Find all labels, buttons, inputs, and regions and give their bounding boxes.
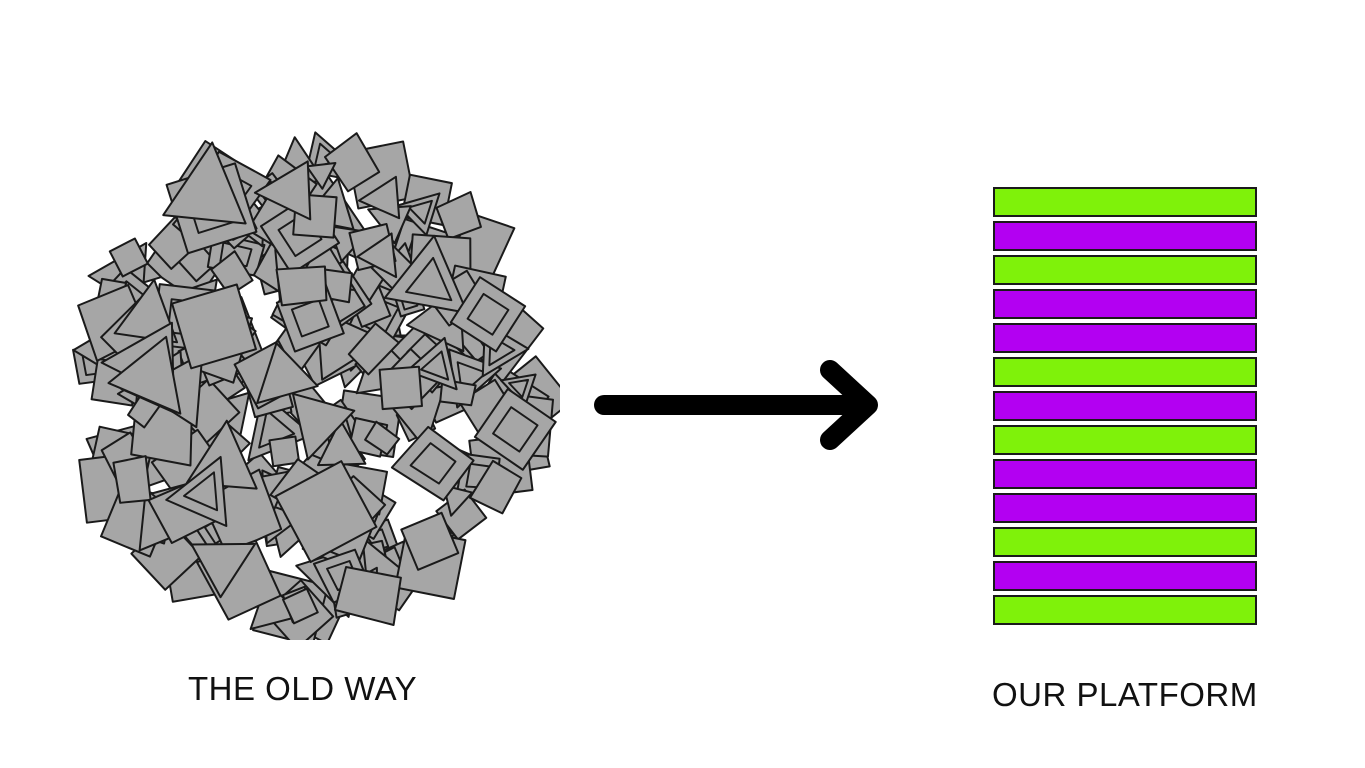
shape-cluster-illustration [72, 131, 560, 640]
bar-stack-illustration [993, 187, 1257, 625]
quad-shape [390, 425, 475, 502]
quad-shape [275, 265, 328, 307]
square-shape [449, 276, 527, 353]
square-shape [274, 460, 378, 564]
triangle-shape [383, 234, 469, 314]
purple-bar [993, 289, 1257, 319]
purple-bar [993, 221, 1257, 251]
triangle-shape [305, 162, 337, 190]
green-bar [993, 187, 1257, 217]
platform-caption: OUR PLATFORM [992, 676, 1258, 713]
green-bar [993, 425, 1257, 455]
quad-shape [112, 455, 152, 504]
quad-shape [469, 459, 523, 515]
purple-bar [993, 561, 1257, 591]
square-shape [400, 511, 460, 571]
purple-bar [993, 493, 1257, 523]
triangle-shape [396, 192, 441, 237]
triangle-shape [165, 455, 228, 528]
triangle-shape [356, 232, 398, 279]
arrow-head [820, 360, 878, 450]
quad-shape [347, 322, 400, 376]
triangle-shape [190, 542, 257, 599]
triangle-shape [107, 335, 182, 415]
triangle-shape [256, 342, 319, 405]
square-shape [473, 387, 557, 471]
purple-bar [993, 323, 1257, 353]
old-way-caption: THE OLD WAY [188, 670, 418, 707]
green-bar [993, 527, 1257, 557]
right-arrow-icon [594, 360, 878, 450]
square-shape [282, 587, 319, 625]
square-shape [108, 237, 149, 278]
square-shape [268, 435, 301, 468]
purple-bar [993, 459, 1257, 489]
quad-shape [323, 132, 381, 193]
triangle-shape [253, 160, 312, 221]
triangle-shape [406, 336, 458, 391]
green-bar [993, 595, 1257, 625]
triangle-shape [162, 141, 247, 225]
triangle-shape [291, 392, 356, 461]
purple-bar [993, 391, 1257, 421]
green-bar [993, 357, 1257, 387]
triangle-shape [357, 175, 401, 220]
triangle-shape [442, 484, 474, 517]
quad-shape [333, 565, 402, 626]
square-shape [378, 365, 423, 411]
square-shape [171, 283, 257, 370]
quad-shape [364, 420, 401, 456]
green-bar [993, 255, 1257, 285]
